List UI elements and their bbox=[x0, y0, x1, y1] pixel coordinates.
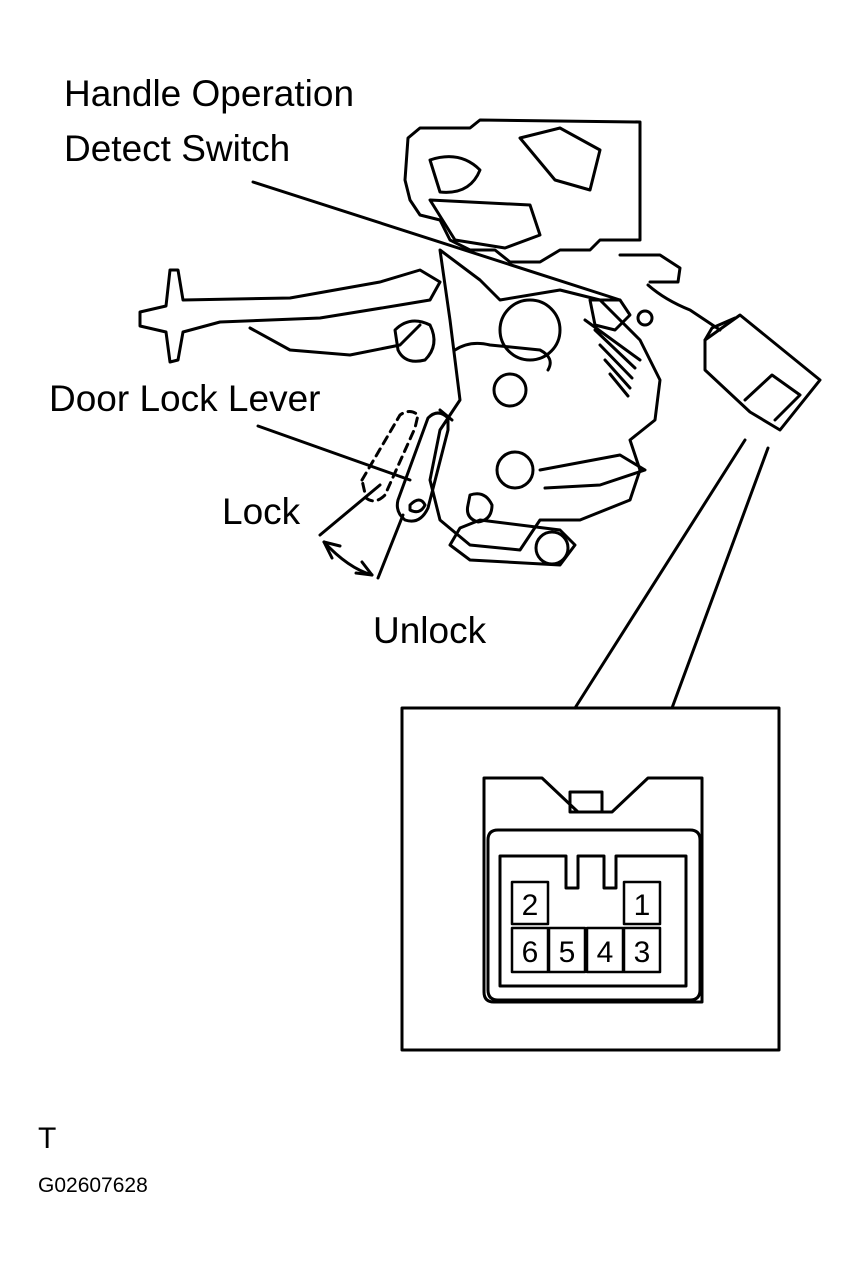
callout-line-left bbox=[573, 438, 747, 710]
lever-leader-line bbox=[256, 424, 412, 482]
pin-label: 5 bbox=[559, 936, 576, 969]
lock-unlock-arrow bbox=[322, 540, 374, 577]
pin-label: 3 bbox=[634, 936, 651, 969]
callout-line-right bbox=[670, 446, 770, 710]
handle-operation-detect-switch bbox=[703, 313, 822, 432]
pin-label: 4 bbox=[597, 936, 614, 969]
lock-label: Lock bbox=[222, 491, 301, 532]
connector-inset-box bbox=[400, 706, 781, 1052]
unlock-limit-line bbox=[376, 513, 405, 580]
footer-mark: T bbox=[38, 1122, 57, 1155]
switch-label-line1: Handle Operation bbox=[64, 73, 355, 114]
door-lock-lever-label: Door Lock Lever bbox=[49, 378, 321, 419]
pin-label: 6 bbox=[522, 936, 539, 969]
door-lock-assembly bbox=[138, 118, 722, 567]
switch-leader-line bbox=[251, 180, 622, 302]
figure-code: G02607628 bbox=[38, 1174, 148, 1197]
door-lock-lever bbox=[395, 408, 454, 523]
pin-label: 1 bbox=[634, 889, 651, 922]
connector-face bbox=[482, 776, 704, 1004]
lock-limit-line bbox=[318, 483, 382, 537]
unlock-label: Unlock bbox=[373, 610, 487, 651]
switch-label-line2: Detect Switch bbox=[64, 128, 291, 169]
connector-pin-grid bbox=[510, 880, 662, 974]
door-lock-lever-lock-position bbox=[360, 410, 420, 503]
pin-label: 2 bbox=[522, 889, 539, 922]
connector-pin-labels: 2 1 6 5 4 3 bbox=[522, 889, 651, 969]
